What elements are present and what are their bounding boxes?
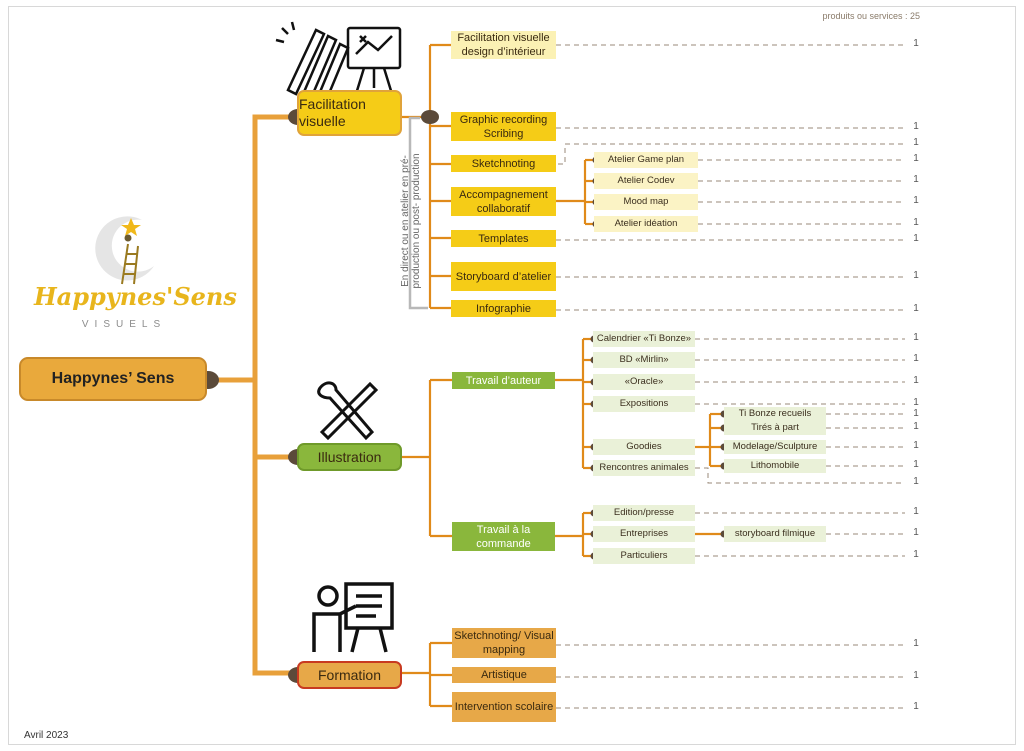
subitem-ti-bonze-recueils: Ti Bonze recueils [724,407,826,421]
item-sketchnoting-visual-mapping: Sketchnoting/ Visual mapping [452,628,556,658]
count-value: 1 [913,217,919,228]
count-value: 1 [913,121,919,132]
count-value: 1 [913,233,919,244]
subitem-bd: BD «Mirlin» [593,352,695,368]
count-value: 1 [913,38,919,49]
item-infographie: Infographie [451,300,556,317]
subitem-expositions: Expositions [593,396,695,412]
logo-wordmark: Happynes'Sens [34,282,237,311]
subitem-mood-map: Mood map [594,194,698,210]
item-storyboard: Storyboard d’atelier [451,262,556,291]
subitem-edition: Edition/presse [593,505,695,521]
subitem-entreprises: Entreprises [593,526,695,542]
count-value: 1 [913,408,919,419]
count-value: 1 [913,670,919,681]
count-value: 1 [913,195,919,206]
count-value: 1 [913,701,919,712]
count-value: 1 [913,421,919,432]
subitem-storyboard-filmique: storyboard filmique [724,526,826,542]
pencils-icon [275,21,402,96]
teacher-icon [312,582,394,653]
subitem-modelage: Modelage/Sculpture [724,440,826,454]
item-facilitation-design: Facilitation visuelle design d’intérieur [451,31,556,59]
count-value: 1 [913,459,919,470]
item-graphic-recording: Graphic recording Scribing [451,112,556,141]
count-value: 1 [913,137,919,148]
count-value: 1 [913,174,919,185]
subitem-goodies: Goodies [593,439,695,455]
subitem-ideation: Atelier idéation [594,216,698,232]
count-value: 1 [913,476,919,487]
count-value: 1 [913,375,919,386]
subitem-tires-a-part: Tirés à part [724,421,826,435]
subitem-oracle: «Oracle» [593,374,695,390]
category-facilitation-visuelle: Facilitation visuelle [297,90,402,136]
count-value: 1 [913,638,919,649]
count-value: 1 [913,527,919,538]
item-intervention-scolaire: Intervention scolaire [452,692,556,722]
item-artistique: Artistique [452,667,556,683]
subitem-particuliers: Particuliers [593,548,695,564]
count-value: 1 [913,440,919,451]
count-value: 1 [913,153,919,164]
star-icon [95,216,154,285]
count-value: 1 [913,397,919,408]
item-sketchnoting: Sketchnoting [451,155,556,172]
item-travail-auteur: Travail d’auteur [452,372,555,389]
count-value: 1 [913,549,919,560]
item-templates: Templates [451,230,556,247]
subitem-codev: Atelier Codev [594,173,698,189]
count-value: 1 [913,303,919,314]
item-accompagnement: Accompagnement collaboratif [451,187,556,216]
logo-subtitle: VISUELS [81,319,167,330]
category-formation: Formation [297,661,402,689]
root-node: Happynes’ Sens [19,357,207,401]
count-value: 1 [913,332,919,343]
date-label: Avril 2023 [24,730,69,741]
annotation-text: En direct ou en atelier en pré-productio… [400,153,422,289]
count-value: 1 [913,353,919,364]
subitem-rencontres: Rencontres animales [593,460,695,476]
count-label: produits ou services : 25 [822,11,920,21]
category-illustration: Illustration [297,443,402,471]
subitem-game-plan: Atelier Game plan [594,152,698,168]
subitem-lithomobile: Lithomobile [724,459,826,473]
brush-pencil-icon [317,381,379,441]
subitem-calendrier: Calendrier «Ti Bonze» [593,331,695,347]
count-value: 1 [913,506,919,517]
page-frame [8,6,1016,745]
count-value: 1 [913,270,919,281]
item-travail-commande: Travail à la commande [452,522,555,551]
